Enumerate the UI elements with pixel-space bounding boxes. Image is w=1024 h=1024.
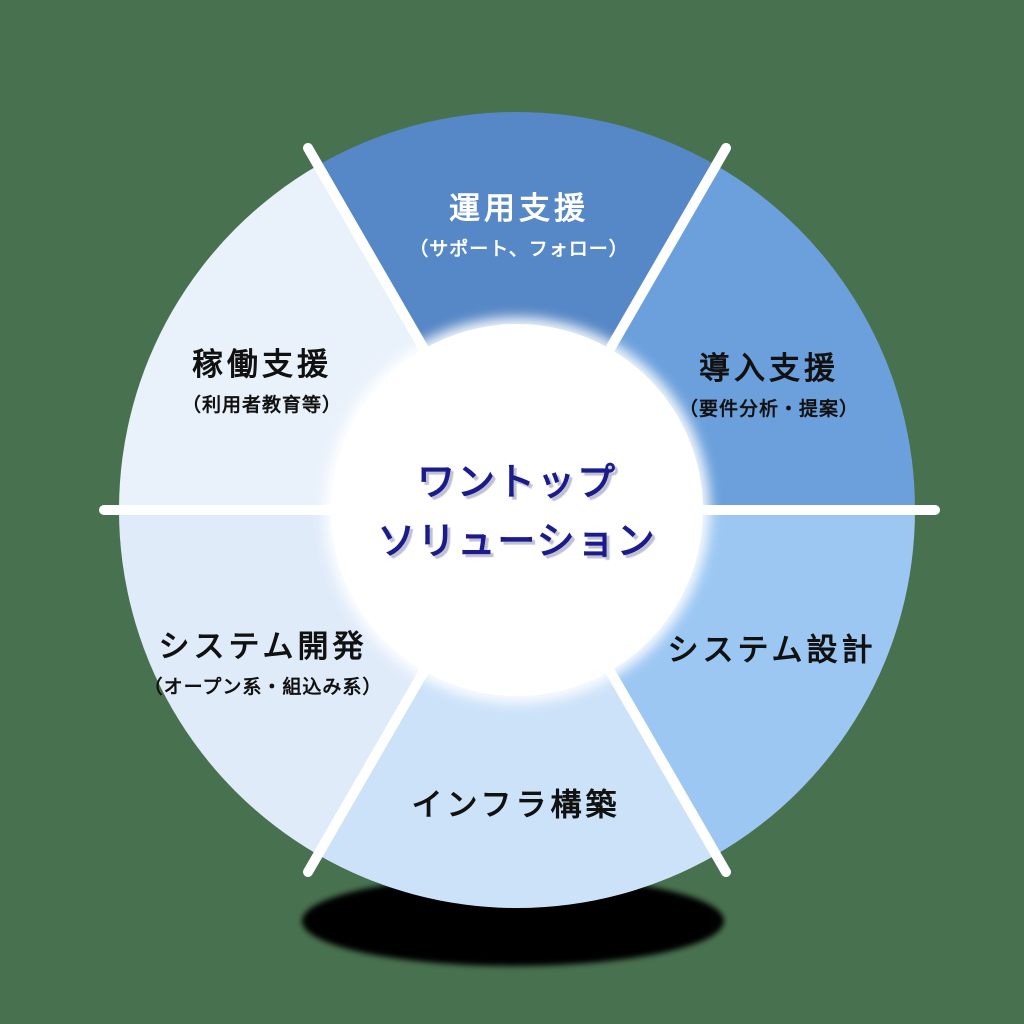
divider-upper-left — [303, 143, 442, 377]
divider-lower-left — [303, 643, 442, 877]
divider-upper-right — [592, 143, 731, 377]
divider-lower-right — [592, 643, 731, 877]
wheel-drop-shadow — [302, 876, 724, 966]
segment-wedge-operation-support — [318, 111, 716, 511]
segment-wedge-infra-construction — [318, 510, 716, 909]
segment-dividers — [99, 143, 940, 877]
center-circle — [331, 324, 703, 696]
